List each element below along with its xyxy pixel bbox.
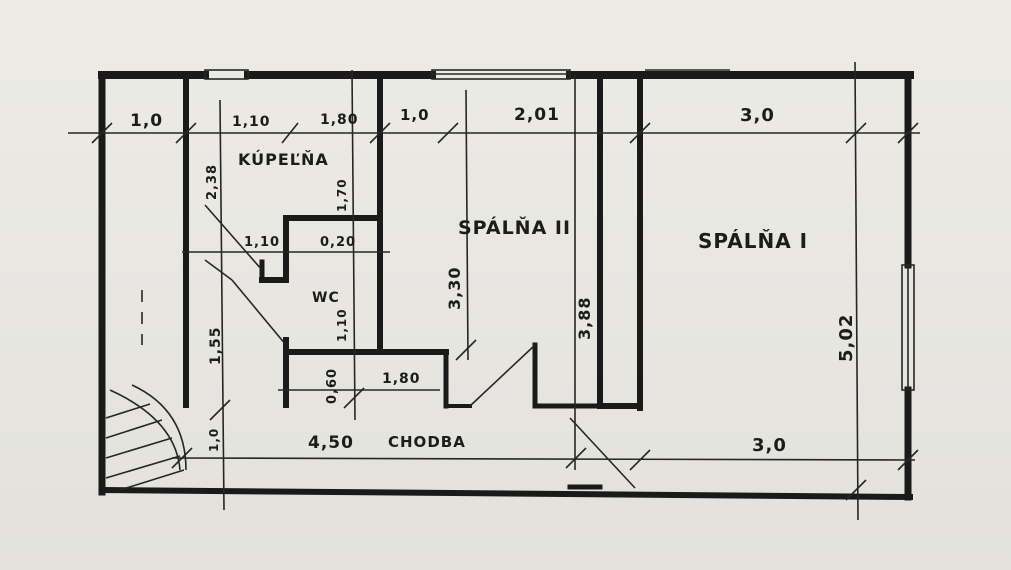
dim-line-v-wc — [351, 69, 356, 421]
dim-label-2-38: 2,38 — [205, 164, 220, 200]
tick-1 — [91, 122, 113, 144]
tick-13 — [629, 449, 651, 471]
wall-bottom — [98, 486, 914, 501]
dim-label-0-20: 0,20 — [320, 235, 356, 250]
dimension-lines — [68, 61, 920, 521]
door-kupelna-swing — [204, 259, 233, 281]
tick-10 — [343, 387, 365, 409]
tick-2 — [175, 122, 197, 144]
tick-9 — [209, 399, 231, 421]
dim-label-1-70: 1,70 — [335, 178, 349, 212]
stair-step-1 — [105, 403, 151, 419]
outer-walls — [98, 71, 914, 501]
window-kupelna — [204, 69, 249, 80]
room-label-wc: WC — [312, 290, 340, 306]
tick-5 — [437, 122, 459, 144]
tick-15 — [171, 447, 193, 469]
tick-16 — [845, 479, 867, 501]
room-labels: KÚPEĽŇA WC SPÁLŇA II SPÁLŇA I CHODBA — [238, 150, 808, 451]
door-wc — [231, 279, 287, 346]
tick-3 — [281, 122, 299, 144]
tick-6 — [629, 122, 651, 144]
dim-label-1-80-top: 1,80 — [320, 112, 359, 128]
dim-label-1-10-wc: 1,10 — [335, 308, 349, 342]
dim-line-v-spalna2 — [465, 89, 469, 361]
dim-label-3-0-top: 3,0 — [740, 105, 775, 126]
door-kupelna — [204, 204, 263, 271]
tick-4 — [369, 122, 391, 144]
door-spalna-1 — [569, 417, 636, 489]
dim-label-1-80-bottom: 1,80 — [382, 371, 421, 387]
tick-7 — [845, 122, 867, 144]
dimension-labels: 1,0 1,10 1,80 1,0 2,01 3,0 2,38 1,70 1,1… — [130, 105, 857, 456]
dim-label-5-02: 5,02 — [836, 314, 857, 362]
tick-14 — [897, 449, 919, 471]
dim-line-v-stair — [219, 99, 225, 511]
dim-label-1-0-left: 1,0 — [130, 111, 163, 131]
dim-label-1-55: 1,55 — [208, 326, 224, 365]
dim-line-bottom — [171, 457, 916, 461]
stair-step-5 — [119, 469, 185, 491]
tick-12 — [565, 447, 587, 469]
stair-step-4 — [105, 455, 181, 479]
dim-label-0-60: 0,60 — [325, 368, 340, 404]
staircase — [105, 290, 187, 491]
door-spalna-2 — [469, 344, 536, 407]
interior-walls — [183, 72, 643, 411]
room-label-chodba: CHODBA — [388, 433, 466, 451]
dim-label-3-88: 3,88 — [575, 297, 594, 340]
tick-11 — [455, 339, 477, 361]
room-label-kupelna: KÚPEĽŇA — [238, 150, 329, 169]
dim-label-1-0-mid: 1,0 — [400, 106, 430, 124]
dim-label-4-50: 4,50 — [308, 433, 354, 453]
dim-label-2-01: 2,01 — [514, 105, 560, 125]
dim-label-1-0-stair: 1,0 — [207, 428, 221, 452]
room-label-spalna-2: SPÁLŇA II — [458, 216, 571, 239]
dim-label-3-30: 3,30 — [445, 267, 464, 310]
tick-8 — [897, 122, 919, 144]
doors — [204, 204, 636, 490]
windows — [204, 69, 915, 391]
stair-step-2 — [105, 419, 163, 439]
dim-line-v-spalna1 — [854, 61, 859, 521]
stair-step-3 — [105, 437, 173, 459]
dim-label-1-10-top: 1,10 — [232, 114, 271, 130]
dim-label-1-10-mid: 1,10 — [244, 235, 280, 250]
dim-label-3-0-bottom: 3,0 — [752, 435, 787, 456]
stair-arc-outer — [109, 389, 181, 471]
room-label-spalna-1: SPÁLŇA I — [698, 229, 808, 253]
